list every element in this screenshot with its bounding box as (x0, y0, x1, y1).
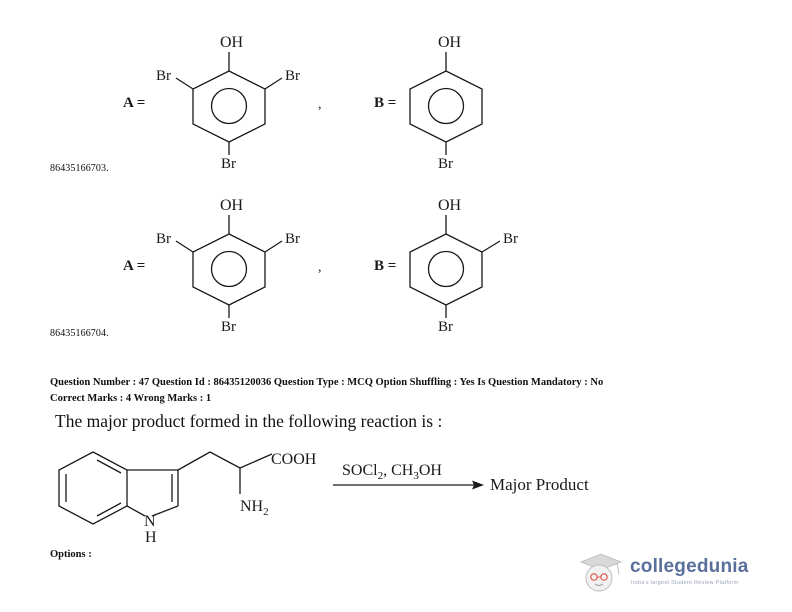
ring-h-label: H (145, 529, 157, 546)
oh-label: OH (438, 197, 462, 214)
br-label: Br (221, 156, 236, 172)
br-label: Br (156, 231, 171, 247)
logo-tagline: India's largest Student Review Platform (631, 580, 739, 586)
logo-wordmark: collegedunia (630, 556, 749, 577)
label-a: A = (123, 95, 145, 111)
reagent-label: SOCl2, CH3OH (342, 462, 442, 482)
nh2-label: NH2 (240, 498, 269, 518)
options-label: Options : (50, 549, 92, 560)
separator-comma: , (318, 97, 322, 112)
collegedunia-logo: collegedunia India's largest Student Rev… (575, 548, 785, 596)
br-label: Br (438, 319, 453, 335)
option-id: 86435166703. (50, 163, 109, 174)
molecule-b-dibromophenol (409, 215, 501, 318)
br-label: Br (221, 319, 236, 335)
br-label: Br (285, 231, 300, 247)
br-label: Br (156, 68, 171, 84)
oh-label: OH (220, 197, 244, 214)
oh-label: OH (438, 34, 462, 51)
marks-line: Correct Marks : 4 Wrong Marks : 1 (50, 393, 212, 404)
label-a: A = (123, 258, 145, 274)
br-label: Br (285, 68, 300, 84)
cooh-label: COOH (271, 451, 317, 468)
mascot-icon (579, 553, 623, 592)
option-id: 86435166704. (50, 328, 109, 339)
br-label: Br (503, 231, 518, 247)
label-b: B = (374, 95, 396, 111)
molecule-a-tribromophenol (175, 52, 283, 155)
tryptophan-structure (58, 451, 273, 525)
product-label: Major Product (490, 475, 589, 494)
question-meta-line: Question Number : 47 Question Id : 86435… (50, 377, 604, 388)
label-b: B = (374, 258, 396, 274)
option-3-structures: A = OH Br Br Br , B = OH Br (123, 34, 483, 172)
option-4-structures: A = OH Br Br Br , B = OH Br Br (123, 197, 518, 335)
separator-comma: , (318, 260, 322, 275)
question-text: The major product formed in the followin… (55, 411, 443, 431)
oh-label: OH (220, 34, 244, 51)
ring-n-label: N (144, 513, 156, 530)
reaction-scheme: N H COOH NH2 SOCl2, CH3OH Major Product (58, 451, 589, 546)
reaction-arrow (333, 480, 484, 490)
molecule-a-tribromophenol (175, 215, 283, 318)
br-label: Br (438, 156, 453, 172)
molecule-b-bromophenol (409, 52, 483, 155)
